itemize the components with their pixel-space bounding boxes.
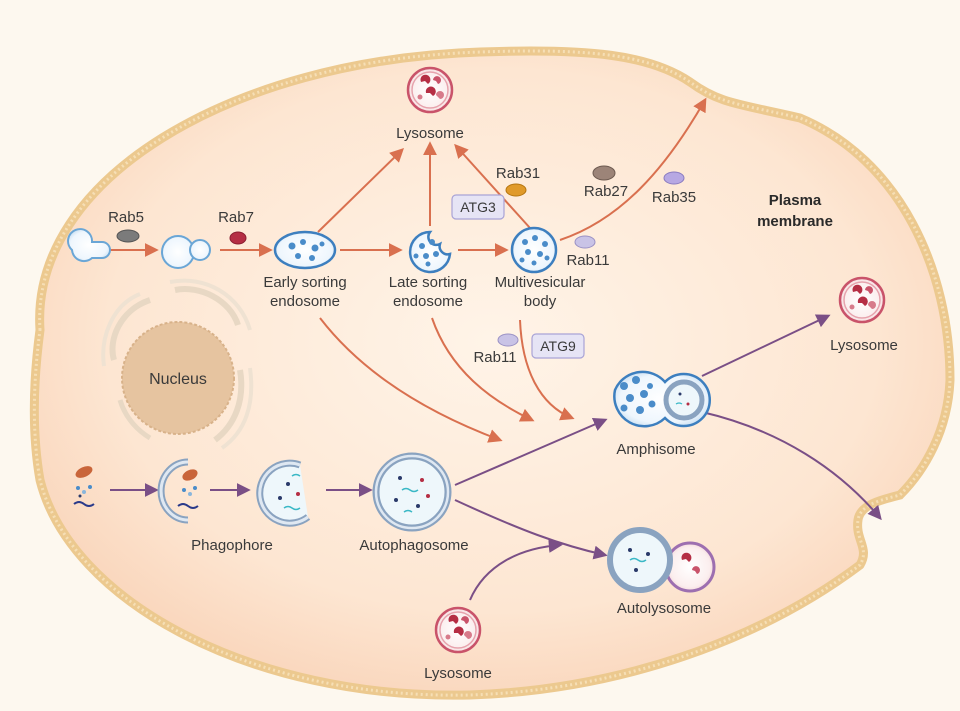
multivesicular-body (510, 226, 558, 274)
rab5-label: Rab5 (108, 209, 144, 226)
rab7-label: Rab7 (218, 209, 254, 226)
rab35-protein (663, 171, 685, 185)
budding-vesicle (67, 228, 111, 263)
mvb-label-line1: Multivesicular (495, 274, 586, 291)
lysosome-right (838, 276, 886, 324)
amphisome-label: Amphisome (616, 441, 695, 458)
rab31-protein (505, 183, 527, 197)
atg9-box (531, 333, 585, 359)
rab35-label: Rab35 (652, 189, 696, 206)
endocytic-arrows (110, 97, 707, 443)
autophagy-cargo (73, 466, 95, 507)
rab7-protein (229, 231, 247, 245)
plasma-membrane-label-line2: membrane (757, 213, 833, 230)
autophagosome (372, 452, 452, 532)
early-endosome-label-line2: endosome (270, 293, 340, 310)
plasma-membrane-label-line1: Plasma (769, 192, 822, 209)
atg3-box (451, 194, 505, 220)
nucleus-label: Nucleus (149, 371, 207, 388)
lysosome-right-label: Lysosome (830, 337, 898, 354)
autophagosome-label: Autophagosome (359, 537, 468, 554)
rab11-top-label: Rab11 (566, 252, 609, 269)
lysosome-bottom (434, 606, 482, 654)
autolysosome (607, 527, 716, 593)
phagophore-label: Phagophore (191, 537, 273, 554)
early-endosome-label-line1: Early sorting (263, 274, 346, 291)
lysosome-top (406, 66, 454, 114)
rab27-label: Rab27 (584, 183, 628, 200)
rab11-protein-top (574, 235, 596, 249)
atg9-label: ATG9 (540, 338, 576, 354)
lysosome-bottom-label: Lysosome (424, 665, 492, 682)
amphisome (613, 370, 712, 428)
early-sorting-endosome (273, 230, 337, 270)
nucleus (101, 278, 254, 450)
autophagy-arrows (110, 314, 882, 601)
rab27-protein (592, 165, 616, 181)
fusing-vesicle (161, 235, 211, 269)
phagophore (157, 458, 199, 524)
developing-autophagosome (256, 459, 311, 527)
rab31-label: Rab31 (496, 165, 540, 182)
rab5-protein (116, 229, 140, 243)
atg3-label: ATG3 (460, 199, 496, 215)
lysosome-top-label: Lysosome (396, 125, 464, 142)
rab11-bottom-label: Rab11 (473, 349, 516, 366)
late-sorting-endosome (408, 230, 452, 274)
late-endosome-label-line2: endosome (393, 293, 463, 310)
mvb-label-line2: body (524, 293, 557, 310)
rab11-protein-bottom (497, 333, 519, 347)
late-endosome-label-line1: Late sorting (389, 274, 467, 291)
autolysosome-label: Autolysosome (617, 600, 711, 617)
